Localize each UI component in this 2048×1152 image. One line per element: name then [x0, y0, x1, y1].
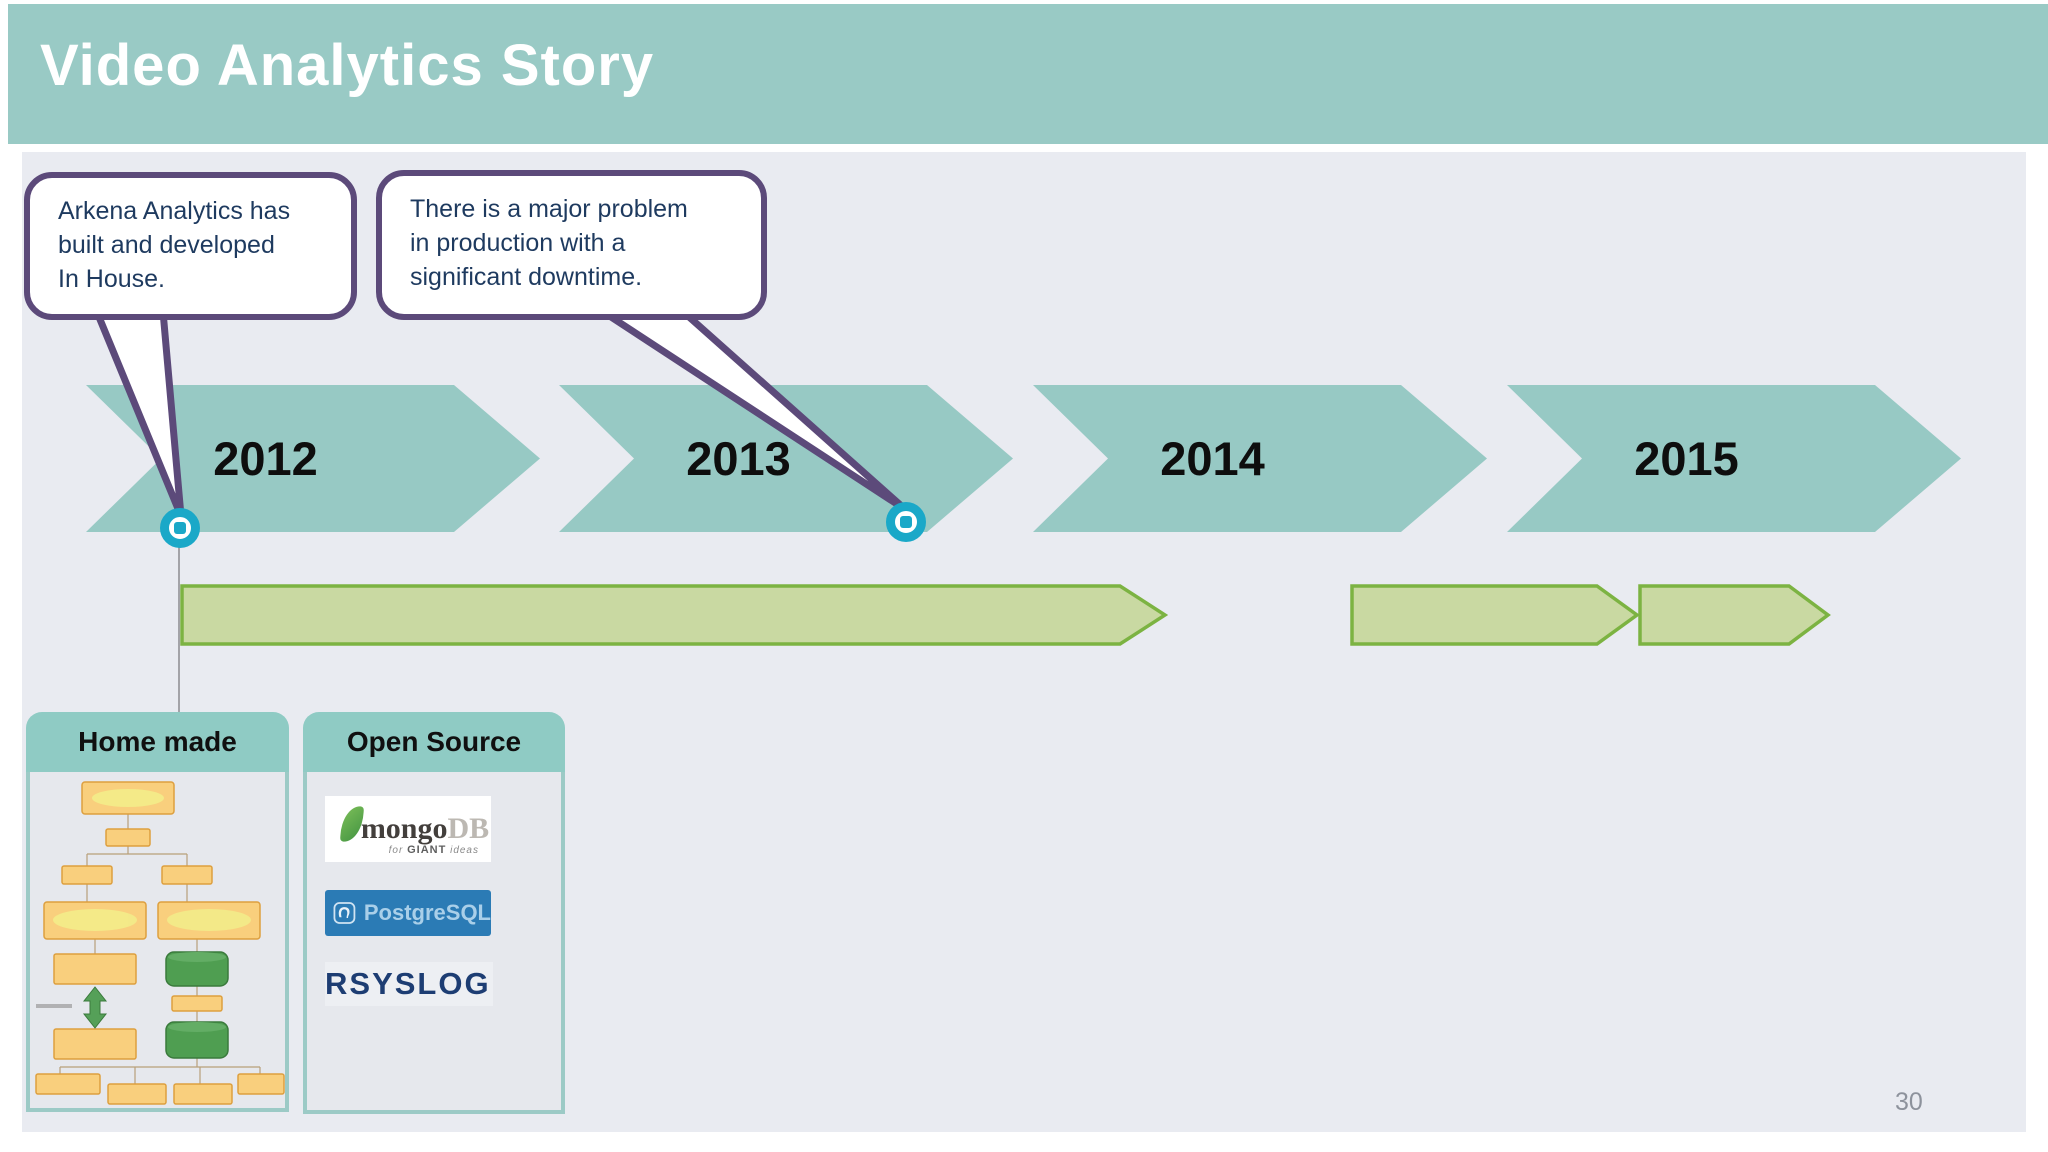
timeline-marker-2013-icon [886, 502, 926, 542]
mongodb-tagline: for GIANT ideas [388, 844, 479, 856]
open-source-header: Open Source [303, 712, 565, 772]
page-title: Video Analytics Story [40, 33, 655, 98]
open-source-body: mongoDB for GIANT ideas PostgreSQL RSYSL… [303, 772, 565, 1114]
duration-arrow-short [1638, 584, 1831, 646]
timeline-connector-line [178, 530, 180, 714]
open-source-card: Open Source mongoDB for GIANT ideas Post… [303, 712, 565, 1114]
callout-line: built and developed [58, 231, 275, 259]
home-made-card: Home made [26, 712, 289, 1112]
callout-line: significant downtime. [410, 263, 643, 291]
slide-header: Video Analytics Story [8, 4, 2048, 144]
home-made-label: Home made [78, 726, 237, 757]
duration-arrow-mid [1350, 584, 1640, 646]
year-label: 2012 [213, 432, 318, 485]
callout-line: There is a major problem [410, 195, 688, 223]
callout-line: Arkena Analytics has [58, 197, 291, 225]
timeline-chevron-2014: 2014 [1033, 385, 1487, 532]
postgresql-logo: PostgreSQL [325, 890, 491, 936]
timeline-chevron-2015: 2015 [1507, 385, 1961, 532]
home-made-body [26, 772, 289, 1112]
postgresql-wordmark: PostgreSQL [363, 900, 491, 925]
callout-line: in production with a [410, 229, 626, 257]
mongodb-wordmark: mongoDB [360, 812, 490, 845]
callout-problem: There is a major problem in production w… [376, 170, 767, 320]
rsyslog-logo: RSYSLOG [325, 962, 493, 1006]
open-source-label: Open Source [346, 726, 522, 757]
page-number: 30 [1895, 1088, 1923, 1116]
sync-arrow-icon [82, 986, 108, 1029]
year-label: 2014 [1160, 432, 1265, 485]
callout-line: In House. [58, 265, 166, 293]
flowchart-diagram [35, 781, 285, 1105]
callout-inhouse: Arkena Analytics has built and developed… [24, 172, 357, 320]
mongodb-logo: mongoDB for GIANT ideas [325, 796, 491, 862]
home-made-header: Home made [26, 712, 289, 772]
duration-arrow-long [180, 584, 1168, 646]
timeline-marker-2012-icon [160, 508, 200, 548]
year-label: 2013 [686, 432, 791, 485]
year-label: 2015 [1634, 432, 1739, 485]
postgresql-elephant-icon [333, 902, 356, 924]
rsyslog-wordmark: RSYSLOG [325, 966, 491, 1001]
